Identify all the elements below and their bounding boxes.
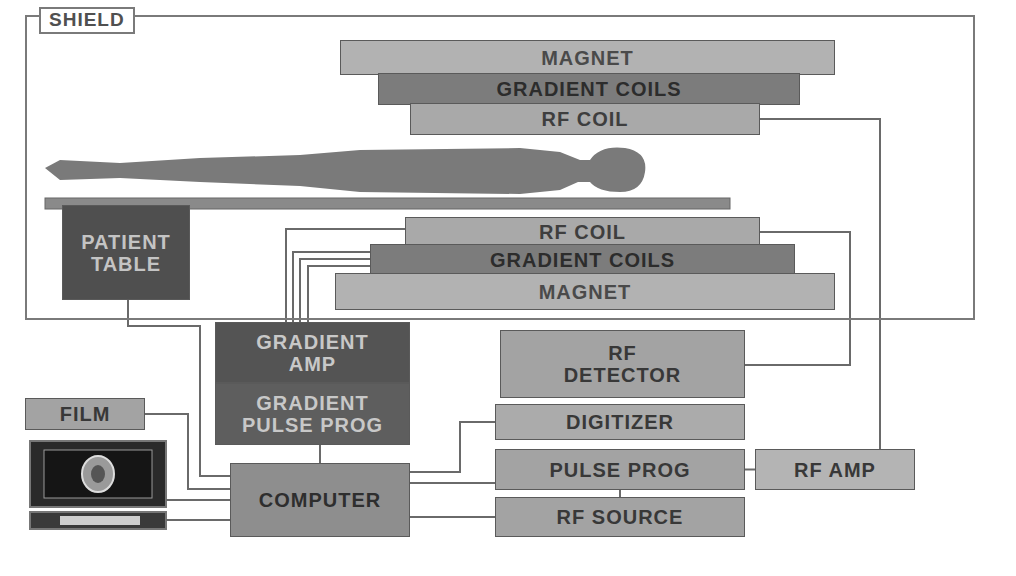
box-label: RF COIL xyxy=(542,108,629,130)
box-label: DIGITIZER xyxy=(566,411,674,433)
box-label: GRADIENT COILS xyxy=(496,78,681,100)
box-label: PULSE PROG xyxy=(549,459,690,481)
magnet-band: MAGNET xyxy=(340,40,835,75)
amplifier-box: GRADIENT AMP xyxy=(215,322,410,383)
amplifier-box: RF AMP xyxy=(755,449,915,490)
keyboard-keys xyxy=(60,516,140,525)
signal-wire xyxy=(410,422,495,472)
wire-line xyxy=(319,445,321,463)
source-box: RF SOURCE xyxy=(495,497,745,537)
brain-image xyxy=(82,456,114,492)
detector-box: RF DETECTOR xyxy=(500,330,745,398)
monitor-screen xyxy=(44,450,152,498)
box-label: GRADIENT COILS xyxy=(490,249,675,271)
signal-wire xyxy=(410,483,495,484)
wire-line xyxy=(619,490,621,497)
wire-line xyxy=(410,422,495,472)
gradient-coil-band: GRADIENT COILS xyxy=(370,244,795,275)
wire-line xyxy=(410,482,495,484)
signal-wire xyxy=(410,517,495,518)
box-label: FILM xyxy=(60,403,111,425)
magnet-band: MAGNET xyxy=(335,273,835,310)
signal-wire xyxy=(745,469,755,470)
box-label: GRADIENT AMP xyxy=(253,331,373,375)
monitor-frame xyxy=(30,441,166,507)
rf-coil-band: RF COIL xyxy=(405,217,760,247)
monitor-cable xyxy=(166,499,230,501)
box-label: RF AMP xyxy=(794,459,876,481)
table-box: PATIENT TABLE xyxy=(62,205,190,300)
computer-box: COMPUTER xyxy=(230,463,410,537)
rf-coil-band: RF COIL xyxy=(410,103,760,135)
monitor-cable xyxy=(166,519,230,521)
wire-line xyxy=(745,469,755,471)
shield-enclosure: SHIELDMAGNETGRADIENT COILSRF COILPATIENT… xyxy=(25,15,975,320)
programmer-box: GRADIENT PULSE PROG xyxy=(215,383,410,445)
box-label: RF SOURCE xyxy=(557,506,684,528)
digitizer-box: DIGITIZER xyxy=(495,404,745,440)
wire-line xyxy=(410,516,495,518)
box-label: PATIENT TABLE xyxy=(71,231,181,275)
box-label: GRADIENT PULSE PROG xyxy=(233,392,393,436)
film-box: FILM xyxy=(25,398,145,430)
enclosure-label: SHIELD xyxy=(39,7,135,34)
box-label: MAGNET xyxy=(541,47,634,69)
box-label: RF DETECTOR xyxy=(548,342,698,386)
box-label: MAGNET xyxy=(539,281,632,303)
programmer-box: PULSE PROG xyxy=(495,449,745,490)
keyboard xyxy=(30,512,166,529)
patient-body xyxy=(45,148,645,195)
signal-wire xyxy=(620,490,621,497)
box-label: RF COIL xyxy=(539,221,626,243)
signal-wire xyxy=(320,445,321,463)
brain-image xyxy=(91,465,105,483)
gradient-coil-band: GRADIENT COILS xyxy=(378,73,800,105)
box-label: COMPUTER xyxy=(259,489,381,511)
